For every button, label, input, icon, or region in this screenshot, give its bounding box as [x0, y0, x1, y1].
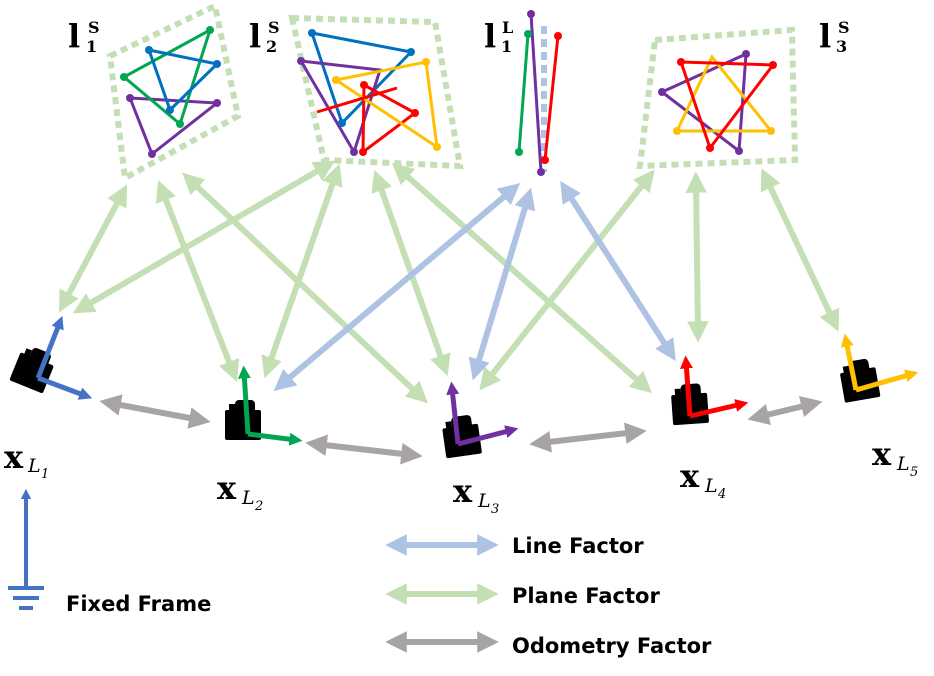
- shape-blue-1: [147, 48, 221, 113]
- svg-text:l: l: [819, 17, 831, 55]
- line-factor-x3: [468, 187, 536, 381]
- svg-text:4: 4: [717, 487, 726, 502]
- svg-text:1: 1: [41, 467, 49, 482]
- svg-text:Odometry Factor: Odometry Factor: [512, 634, 712, 658]
- svg-text:l: l: [484, 17, 496, 55]
- plane-box-1: [106, 1, 242, 183]
- svg-text:S: S: [268, 18, 280, 37]
- lidar-pose-1: [9, 315, 93, 400]
- plane-box-3: [636, 26, 799, 170]
- line-factors: [273, 180, 676, 391]
- shape-purple-1: [128, 96, 222, 157]
- pose-label-5: x L 5: [872, 435, 918, 480]
- odometry-factor-4-5: [747, 396, 823, 425]
- svg-text:x: x: [217, 469, 237, 507]
- legend-plane-factor: Plane Factor: [385, 583, 660, 608]
- legend-line-factor: Line Factor: [385, 534, 644, 558]
- svg-text:x: x: [453, 472, 473, 510]
- svg-text:2: 2: [254, 499, 263, 514]
- plane-factor-l2-x1: [72, 160, 336, 314]
- svg-text:L: L: [477, 490, 491, 512]
- landmark-label-l2-plane: l S 2: [249, 17, 280, 56]
- plane-landmark-3: [636, 26, 799, 170]
- landmark-label-l1-plane: l S 1: [68, 17, 100, 56]
- svg-text:L: L: [27, 455, 41, 477]
- svg-text:L: L: [241, 487, 255, 509]
- odometry-factor-3-4: [529, 422, 647, 453]
- line-factor-x4: [560, 180, 676, 362]
- svg-text:5: 5: [910, 465, 918, 480]
- fixed-frame-label: Fixed Frame: [66, 592, 211, 616]
- svg-text:Line Factor: Line Factor: [512, 534, 644, 558]
- svg-text:1: 1: [86, 37, 97, 56]
- plane-factor-l3-x4: [685, 171, 709, 343]
- line-landmark-1: [515, 10, 562, 176]
- odometry-factors: [99, 394, 823, 465]
- legend-odometry-factor: Odometry Factor: [385, 631, 712, 658]
- fixed-frame-anchor: [8, 488, 44, 610]
- svg-text:x: x: [680, 457, 700, 495]
- lidar-pose-4: [670, 355, 749, 426]
- svg-text:l: l: [68, 17, 80, 55]
- svg-text:L: L: [502, 18, 513, 37]
- plane-factor-l3-x5: [760, 168, 840, 332]
- pose-label-2: x L 2: [217, 469, 263, 514]
- svg-text:3: 3: [491, 502, 499, 517]
- landmark-label-l1-line: l L 1: [484, 17, 513, 56]
- odometry-factor-1-2: [99, 394, 211, 429]
- plane-factors: [58, 160, 840, 404]
- svg-text:L: L: [896, 453, 910, 475]
- svg-text:2: 2: [266, 37, 277, 56]
- lidar-pose-3: [440, 381, 519, 459]
- plane-landmark-1: [106, 1, 242, 183]
- svg-text:L: L: [704, 475, 718, 497]
- svg-text:x: x: [4, 438, 24, 476]
- pose-label-1: x L 1: [4, 438, 49, 482]
- svg-text:Plane Factor: Plane Factor: [512, 584, 660, 608]
- pose-label-4: x L 4: [680, 457, 726, 502]
- lidar-pose-5: [838, 333, 919, 403]
- svg-text:x: x: [872, 435, 892, 473]
- pose-label-3: x L 3: [453, 472, 499, 517]
- svg-text:S: S: [88, 18, 100, 37]
- lidar-sensor-icon: [838, 357, 881, 403]
- svg-text:3: 3: [836, 37, 847, 56]
- svg-text:1: 1: [501, 37, 512, 56]
- svg-text:l: l: [249, 17, 261, 55]
- landmark-label-l3-plane: l S 3: [819, 17, 850, 56]
- legend: Line Factor Plane Factor Odometry Factor: [385, 534, 712, 658]
- lidar-sensor-icon: [440, 413, 483, 459]
- svg-text:S: S: [838, 18, 850, 37]
- plane-landmark-2: [288, 14, 464, 170]
- lidar-pose-2: [225, 365, 303, 446]
- plane-factor-l2-x2: [261, 163, 343, 379]
- plane-factor-l1-x2: [155, 179, 240, 383]
- odometry-factor-2-3: [305, 434, 423, 465]
